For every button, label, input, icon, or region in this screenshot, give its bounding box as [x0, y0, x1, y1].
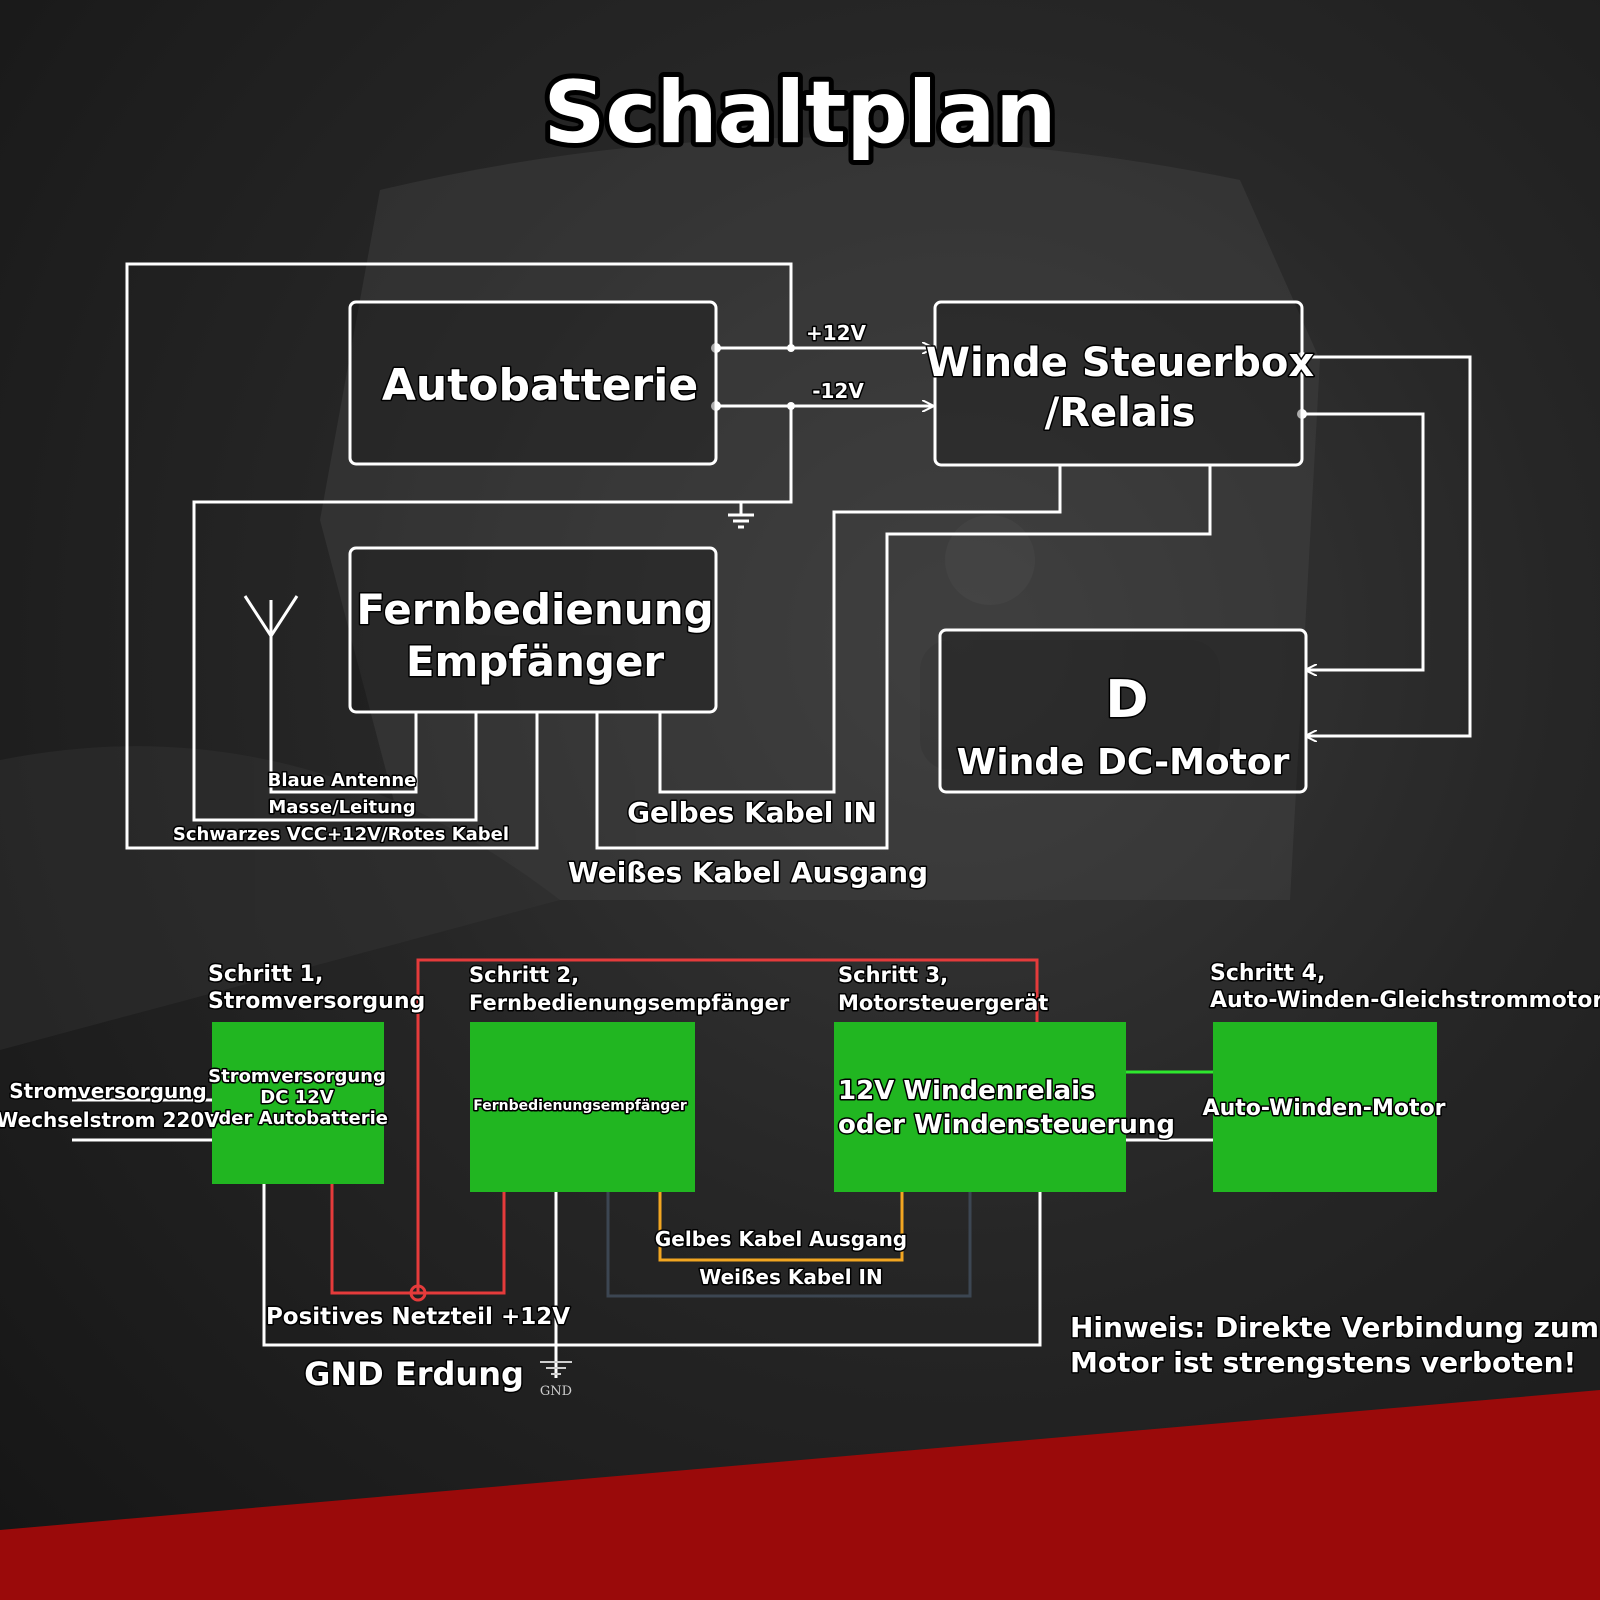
control-box [933, 300, 1304, 467]
step3-box [834, 1022, 1126, 1192]
top-wires [125, 262, 1472, 850]
receiver-label-line2: Empfänger [406, 637, 665, 686]
step2-title-line1: Schritt 2, [469, 963, 579, 987]
step1-box-line1: Stromversorgung [208, 1066, 386, 1087]
ac-supply-line1: Stromversorgung [9, 1079, 207, 1103]
receiver-box [348, 546, 718, 714]
ground-wire-label: Masse/Leitung [268, 797, 415, 818]
antenna-icon [243, 595, 299, 639]
note-line2: Motor ist strengstens verboten! [1070, 1346, 1576, 1379]
white-out-label: Weißes Kabel Ausgang [568, 856, 928, 889]
bottom-red-band [0, 1390, 1600, 1600]
ground-symbol-top [728, 513, 754, 529]
control-box-label-line2: /Relais [1045, 390, 1196, 436]
positive-junction-dot [409, 1284, 427, 1302]
step2-title-line2: Fernbedienungsempfänger [469, 991, 790, 1015]
step1-box-line2: DC 12V [260, 1087, 333, 1108]
note-line1: Hinweis: Direkte Verbindung zum [1070, 1311, 1599, 1344]
step4-box-label: Auto-Winden-Motor [1203, 1096, 1446, 1121]
step3-box-line2: oder Windensteuerung [838, 1110, 1175, 1140]
black-vcc-label: Schwarzes VCC+12V/Rotes Kabel [173, 824, 509, 845]
ac-supply-line2: Wechselstrom 220V [0, 1108, 220, 1132]
minus-12v-label: -12V [812, 379, 864, 403]
gnd-symbol-icon [540, 1361, 572, 1375]
gnd-symbol-label: GND [540, 1384, 572, 1399]
step2-box-label: Fernbedienungsempfänger [473, 1098, 687, 1114]
positive-supply-label: Positives Netzteil +12V [266, 1304, 570, 1330]
receiver-label-line1: Fernbedienung [356, 585, 713, 634]
blue-antenna-label: Blaue Antenne [268, 770, 417, 791]
step4-title-line1: Schritt 4, [1210, 961, 1325, 986]
motor-symbol: D [1105, 670, 1148, 730]
battery-label: Autobatterie [382, 360, 698, 411]
motor-box [938, 628, 1308, 794]
white-in-label: Weißes Kabel IN [699, 1265, 882, 1289]
plus-12v-label: +12V [806, 321, 867, 345]
step3-box-line1: 12V Windenrelais [838, 1076, 1096, 1106]
bottom-wires [72, 958, 1213, 1378]
battery-box [348, 300, 718, 466]
gnd-earth-label: GND Erdung [304, 1355, 524, 1393]
step2-box [470, 1022, 695, 1192]
step3-title-line1: Schritt 3, [838, 963, 948, 987]
step1-title-line1: Schritt 1, [208, 962, 323, 987]
step1-box [212, 1022, 384, 1184]
yellow-in-label: Gelbes Kabel IN [627, 796, 877, 829]
step4-box [1213, 1022, 1437, 1192]
step1-box-line3: oder Autobatterie [206, 1108, 388, 1129]
background-vehicle-silhouette [0, 137, 1320, 1050]
motor-label: Winde DC-Motor [957, 742, 1290, 783]
step4-title-line2: Auto-Winden-Gleichstrommotor [1210, 988, 1600, 1013]
control-box-label-line1: Winde Steuerbox [926, 340, 1315, 386]
step1-title-line2: Stromversorgung [208, 989, 425, 1014]
step3-title-line2: Motorsteuergerät [838, 991, 1048, 1015]
page-title: Schaltplan [543, 63, 1056, 163]
yellow-out-label: Gelbes Kabel Ausgang [655, 1227, 907, 1251]
